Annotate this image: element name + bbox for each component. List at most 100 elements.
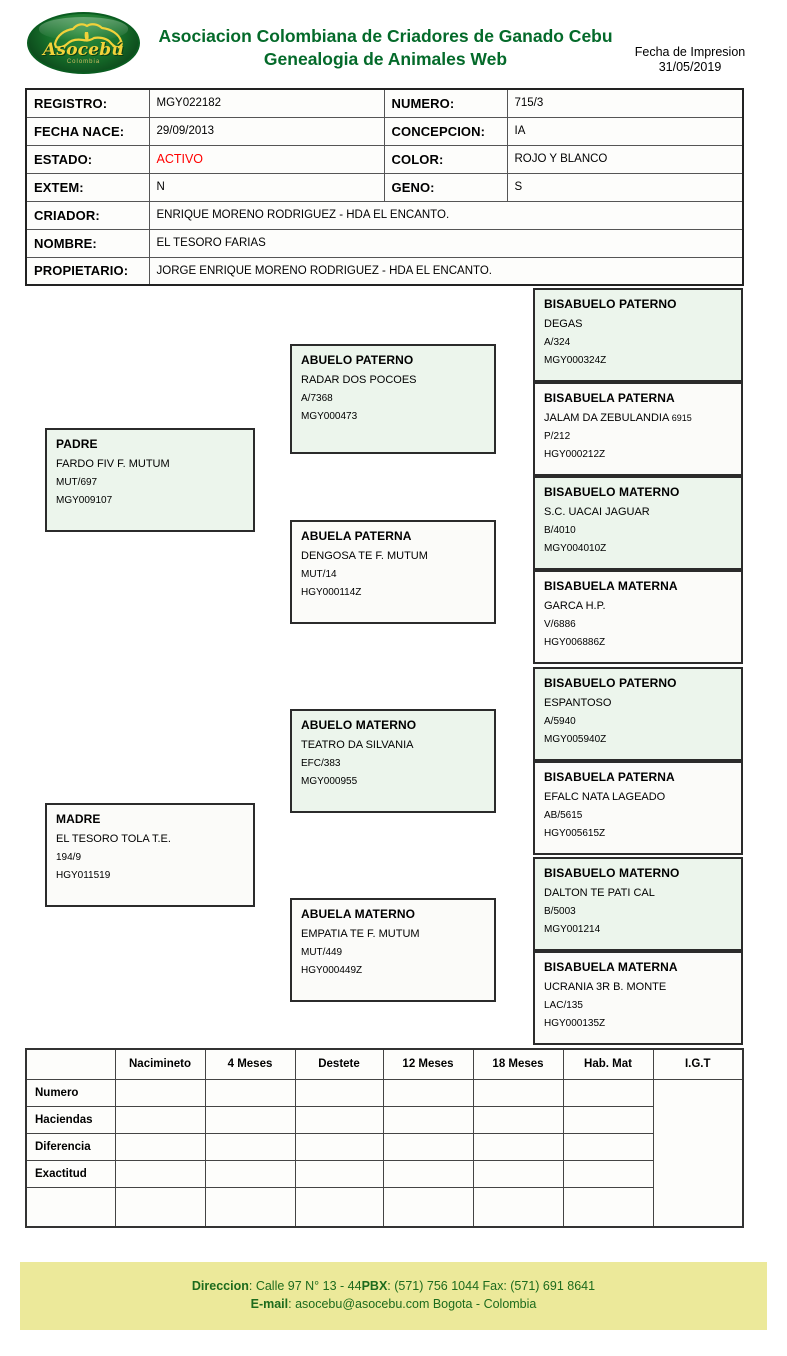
perf-col-4: 12 Meses [382,1048,474,1080]
padre-title: PADRE [56,437,98,451]
estado-value: ACTIVO [148,144,385,174]
abuelo-materno-herdbook: EFC/383 [301,758,341,769]
bisabuelo-1-title: BISABUELA PATERNA [544,391,675,405]
madre-registry: HGY011519 [56,870,111,881]
bisabuelo-5-herdbook: AB/5615 [544,810,583,821]
pedigree-box-padre[interactable]: PADRE FARDO FIV F. MUTUM MUT/697 MGY0091… [45,428,255,532]
pedigree-box-abuela-paterna[interactable]: ABUELA PATERNA DENGOSA TE F. MUTUM MUT/1… [290,520,496,624]
perf-cell[interactable] [472,1186,564,1228]
pedigree-box-bisabuelo-4[interactable]: BISABUELO PATERNO ESPANTOSO A/5940 MGY00… [533,667,743,761]
geno-label: GENO: [383,172,508,202]
zebu-bull-icon [53,23,123,49]
bisabuelo-0-title: BISABUELO PATERNO [544,297,677,311]
perf-cell[interactable] [114,1132,206,1161]
pedigree-box-bisabuelo-7[interactable]: BISABUELA MATERNA UCRANIA 3R B. MONTE LA… [533,951,743,1045]
perf-cell[interactable] [294,1132,384,1161]
footer-email-line: E-mail: asocebu@asocebu.com Bogota - Col… [20,1297,767,1311]
abuelo-materno-registry: MGY000955 [301,776,358,787]
perf-row-label-0: Numero [25,1078,116,1107]
pedigree-box-bisabuelo-6[interactable]: BISABUELO MATERNO DALTON TE PATI CAL B/5… [533,857,743,951]
table-row: REGISTRO: MGY022182 NUMERO: 715/3 [25,88,744,118]
perf-cell[interactable] [294,1078,384,1107]
perf-cell[interactable] [562,1159,654,1188]
perf-cell[interactable] [204,1186,296,1228]
perf-cell[interactable] [294,1159,384,1188]
bisabuelo-7-registry: HGY000135Z [544,1018,606,1029]
pedigree-box-bisabuelo-1[interactable]: BISABUELA PATERNA JALAM DA ZEBULANDIA 69… [533,382,743,476]
email-label: E-mail [250,1297,289,1311]
organization-title: Asociacion Colombiana de Criadores de Ga… [158,26,613,46]
madre-title: MADRE [56,812,101,826]
perf-cell[interactable] [382,1132,474,1161]
perf-cell[interactable] [382,1186,474,1228]
bisabuelo-5-title: BISABUELA PATERNA [544,770,675,784]
abuela-paterna-registry: HGY000114Z [301,587,362,598]
perf-cell[interactable] [114,1186,206,1228]
padre-name: FARDO FIV F. MUTUM [56,458,170,470]
abuelo-paterno-herdbook: A/7368 [301,393,333,404]
bisabuelo-0-herdbook: A/324 [544,337,571,348]
perf-cell[interactable] [562,1186,654,1228]
abuela-materno-herdbook: MUT/449 [301,947,343,958]
perf-cell[interactable] [472,1159,564,1188]
perf-col-5: 18 Meses [472,1048,564,1080]
table-header-row: Nacimineto 4 Meses Destete 12 Meses 18 M… [25,1048,744,1080]
pedigree-box-abuelo-paterno[interactable]: ABUELO PATERNO RADAR DOS POCOES A/7368 M… [290,344,496,454]
pedigree-box-madre[interactable]: MADRE EL TESORO TOLA T.E. 194/9 HGY01151… [45,803,255,907]
perf-cell[interactable] [562,1132,654,1161]
email-value: : asocebu@asocebu.com Bogota - Colombia [288,1297,537,1311]
registro-value: MGY022182 [148,88,385,118]
criador-value: ENRIQUE MORENO RODRIGUEZ - HDA EL ENCANT… [148,200,744,230]
perf-cell[interactable] [114,1105,206,1134]
pedigree-box-bisabuelo-3[interactable]: BISABUELA MATERNA GARCA H.P. V/6886 HGY0… [533,570,743,664]
perf-cell[interactable] [204,1132,296,1161]
perf-cell[interactable] [382,1105,474,1134]
perf-cell[interactable] [114,1159,206,1188]
bisabuelo-3-registry: HGY006886Z [544,637,606,648]
pedigree-box-bisabuelo-0[interactable]: BISABUELO PATERNO DEGAS A/324 MGY000324Z [533,288,743,382]
bisabuelo-1-registry: HGY000212Z [544,449,606,460]
perf-cell[interactable] [472,1132,564,1161]
perf-cell[interactable] [294,1105,384,1134]
table-row: PROPIETARIO: JORGE ENRIQUE MORENO RODRIG… [25,256,744,286]
performance-table: Nacimineto 4 Meses Destete 12 Meses 18 M… [25,1048,744,1228]
igt-value-cell[interactable] [652,1078,744,1228]
perf-cell[interactable] [204,1078,296,1107]
bisabuelo-2-herdbook: B/4010 [544,525,576,536]
bisabuelo-3-herdbook: V/6886 [544,619,576,630]
perf-cell[interactable] [204,1159,296,1188]
pedigree-box-abuelo-materno[interactable]: ABUELO MATERNO TEATRO DA SILVANIA EFC/38… [290,709,496,813]
perf-col-1: Nacimineto [114,1048,206,1080]
page-footer: Direccion: Calle 97 N° 13 - 44PBX: (571)… [20,1262,767,1330]
concepcion-label: CONCEPCION: [383,116,508,146]
table-row: Numero [25,1078,744,1228]
perf-cell[interactable] [382,1159,474,1188]
perf-cell[interactable] [204,1105,296,1134]
table-row: Diferencia [25,1132,743,1161]
perf-col-7: I.G.T [652,1048,744,1080]
table-row: NOMBRE: EL TESORO FARIAS [25,228,744,258]
pedigree-box-bisabuelo-2[interactable]: BISABUELO MATERNO S.C. UACAI JAGUAR B/40… [533,476,743,570]
perf-cell[interactable] [472,1105,564,1134]
perf-cell[interactable] [562,1078,654,1107]
perf-cell[interactable] [294,1186,384,1228]
bisabuelo-4-title: BISABUELO PATERNO [544,676,677,690]
bisabuelo-7-name: UCRANIA 3R B. MONTE [544,981,667,993]
perf-cell[interactable] [562,1105,654,1134]
geno-value: S [506,172,744,202]
perf-cell[interactable] [114,1078,206,1107]
abuela-materno-title: ABUELA MATERNO [301,907,416,921]
madre-name: EL TESORO TOLA T.E. [56,833,171,845]
fecha-nace-label: FECHA NACE: [25,116,150,146]
perf-col-6: Hab. Mat [562,1048,654,1080]
abuelo-paterno-name: RADAR DOS POCOES [301,374,417,386]
bisabuelo-5-registry: HGY005615Z [544,828,606,839]
logo-wordmark: Asocebú [43,40,124,60]
pedigree-box-bisabuelo-5[interactable]: BISABUELA PATERNA EFALC NATA LAGEADO AB/… [533,761,743,855]
footer-address-line: Direccion: Calle 97 N° 13 - 44PBX: (571)… [20,1279,767,1293]
animal-info-table: REGISTRO: MGY022182 NUMERO: 715/3 FECHA … [25,88,744,286]
bisabuelo-7-herdbook: LAC/135 [544,1000,583,1011]
perf-cell[interactable] [382,1078,474,1107]
pedigree-box-abuela-materno[interactable]: ABUELA MATERNO EMPATIA TE F. MUTUM MUT/4… [290,898,496,1002]
perf-cell[interactable] [472,1078,564,1107]
